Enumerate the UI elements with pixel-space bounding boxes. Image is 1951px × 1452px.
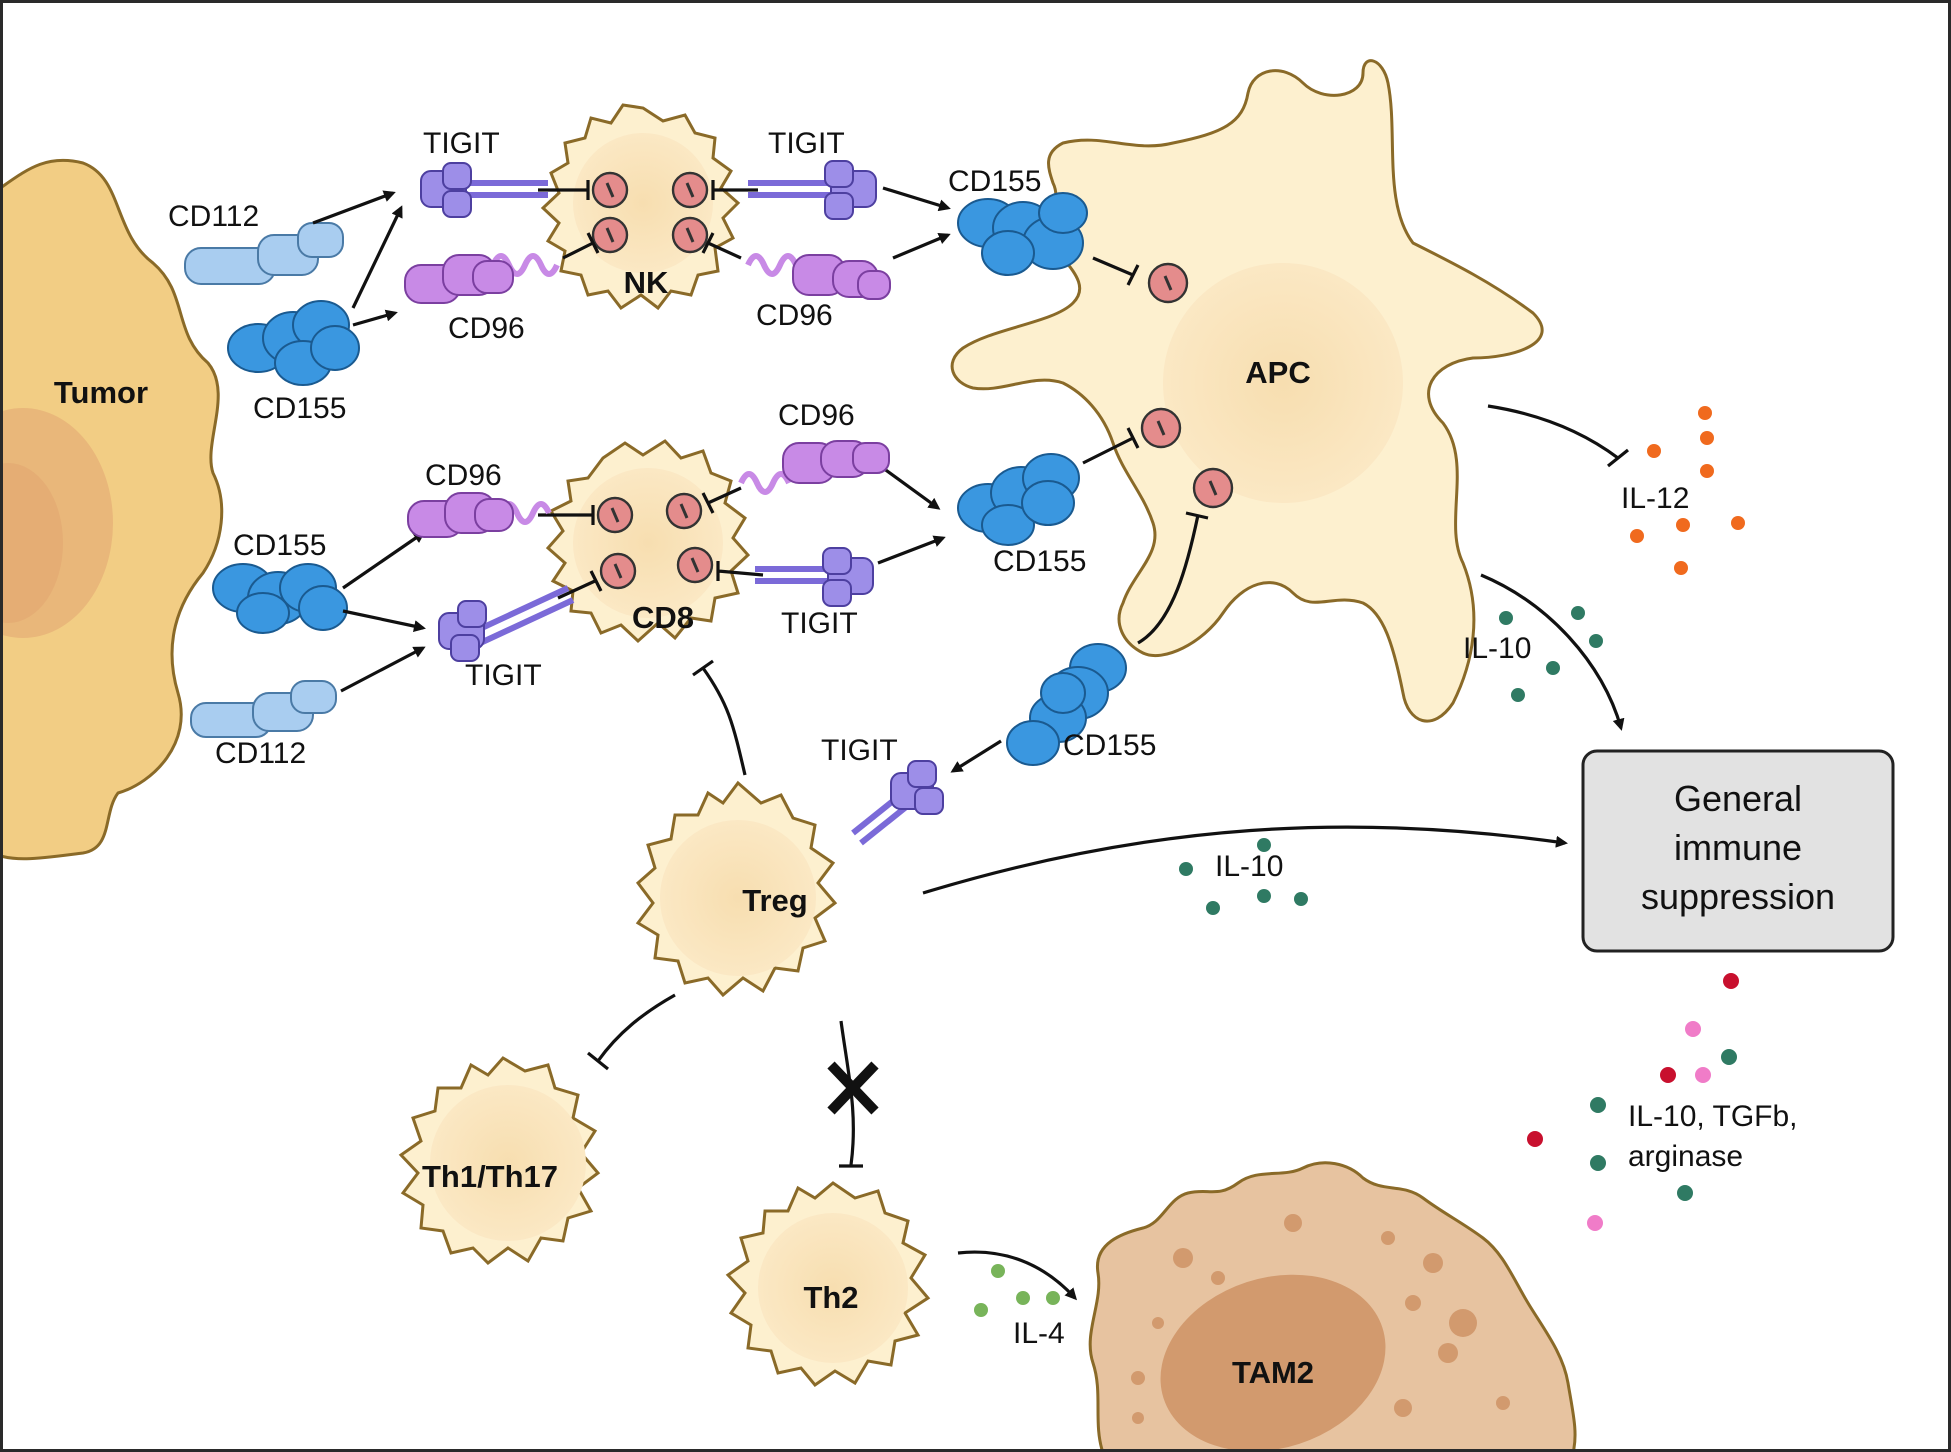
cd8-cd96-right-label: CD96	[778, 399, 855, 432]
inhibit-line	[1092, 256, 1140, 286]
inhibitory-motif-icon	[1140, 407, 1234, 509]
arrow	[312, 190, 396, 225]
inhibit-line	[1487, 404, 1629, 468]
treg-cell-icon	[635, 780, 838, 998]
inhibitory-motif-icon	[596, 492, 714, 590]
arrow	[957, 1250, 1078, 1301]
tumor-cd155-top-label: CD155	[253, 392, 346, 425]
tigit-receptor-icon	[438, 585, 575, 662]
tigit-pathway-diagram: Tumor CD112 CD155 CD155 CD112 NK	[3, 59, 1895, 1449]
inhibit-line	[701, 486, 742, 514]
cd96-receptor-icon	[738, 440, 890, 495]
arrow	[950, 739, 1002, 773]
tumor-cd112-bottom-label: CD112	[215, 737, 306, 770]
nk-tigit-left-label: TIGIT	[423, 127, 500, 160]
inhibit-line	[587, 993, 676, 1071]
inhibit-line	[1082, 427, 1140, 465]
nk-label: NK	[624, 265, 669, 300]
blocked-x-icon	[827, 1061, 879, 1115]
tumor-label: Tumor	[54, 375, 148, 410]
cd8-cd96-left-label: CD96	[425, 459, 502, 492]
il10-treg-dots	[1179, 838, 1308, 915]
cd8-label: CD8	[632, 600, 694, 635]
treg-tigit-label: TIGIT	[821, 734, 898, 767]
th1-th17-cell-icon	[398, 1056, 601, 1265]
il4-label: IL-4	[1013, 1317, 1065, 1350]
apc-label: APC	[1245, 355, 1310, 390]
tam2-cell-icon	[1088, 1161, 1577, 1449]
nk-cd96-right-label: CD96	[756, 299, 833, 332]
box-line2: immune	[1674, 827, 1802, 868]
il4-dots	[974, 1264, 1060, 1317]
cd8-tigit-right-label: TIGIT	[781, 607, 858, 640]
tumor-cd112-top-label: CD112	[168, 200, 259, 233]
th2-cell-icon	[725, 1181, 931, 1388]
cd96-receptor-icon	[745, 253, 891, 300]
arrow	[352, 309, 398, 327]
cd112-receptor-icon	[184, 222, 344, 285]
tumor-cell-icon	[3, 158, 224, 861]
tigit-receptor-icon	[748, 160, 877, 220]
apc-cd155-top-label: CD155	[948, 165, 1041, 198]
tam2-cytokines-line2: arginase	[1628, 1140, 1743, 1173]
inhibit-line	[711, 180, 758, 200]
cd155-receptor-icon	[212, 563, 348, 634]
arrow	[882, 466, 941, 510]
tam2-label: TAM2	[1232, 1355, 1314, 1390]
cd155-receptor-icon	[957, 453, 1080, 546]
arrow	[342, 531, 426, 590]
apc-cell-icon	[950, 59, 1544, 723]
tigit-receptor-icon	[851, 760, 944, 846]
apc-cd155-low-label: CD155	[1063, 729, 1156, 762]
th2-label: Th2	[803, 1280, 858, 1315]
cd8-tigit-left-label: TIGIT	[465, 659, 542, 692]
inhibit-line	[701, 232, 742, 260]
inhibit-line	[1137, 511, 1209, 645]
arrow	[922, 825, 1568, 895]
arrow	[340, 646, 426, 693]
tigit-receptor-icon	[420, 162, 548, 218]
th1-th17-label: Th1/Th17	[422, 1159, 558, 1194]
arrow	[877, 535, 946, 565]
tam2-cytokines-line1: IL-10, TGFb,	[1628, 1100, 1798, 1133]
arrow	[1480, 573, 1625, 731]
apc-cd155-mid-label: CD155	[993, 545, 1086, 578]
il10-apc-dots	[1499, 606, 1603, 702]
cd96-receptor-icon	[407, 492, 552, 538]
cd112-receptor-icon	[190, 680, 337, 738]
inhibit-line	[562, 232, 600, 260]
arrow	[882, 186, 951, 212]
cd155-receptor-icon	[957, 192, 1088, 276]
il10-treg-label: IL-10	[1215, 850, 1283, 883]
tumor-cd155-bottom-label: CD155	[233, 529, 326, 562]
arrow	[342, 609, 426, 632]
box-line1: General	[1674, 778, 1802, 819]
inhibitory-motif-icon	[591, 171, 709, 254]
arrow	[892, 232, 951, 260]
box-line3: suppression	[1641, 876, 1835, 917]
inhibit-line	[692, 659, 747, 776]
tigit-receptor-icon	[755, 547, 874, 607]
inhibit-line	[538, 180, 590, 200]
inhibit-line	[538, 505, 595, 525]
nk-tigit-right-label: TIGIT	[768, 127, 845, 160]
treg-label: Treg	[742, 883, 807, 918]
general-immune-suppression-box	[1581, 749, 1895, 953]
il12-dots	[1630, 406, 1745, 575]
inhibitory-motif-icon	[1147, 262, 1189, 304]
arrow	[351, 205, 403, 309]
il12-label: IL-12	[1621, 482, 1689, 515]
il10-apc-label: IL-10	[1463, 632, 1531, 665]
tam2-cytokine-dots	[1527, 973, 1739, 1231]
cd155-receptor-icon	[1006, 643, 1127, 766]
nk-cd96-left-label: CD96	[448, 312, 525, 345]
cd155-receptor-icon	[227, 300, 360, 386]
cd96-receptor-icon	[404, 253, 560, 304]
inhibit-line	[557, 570, 603, 600]
inhibit-line	[716, 561, 764, 581]
